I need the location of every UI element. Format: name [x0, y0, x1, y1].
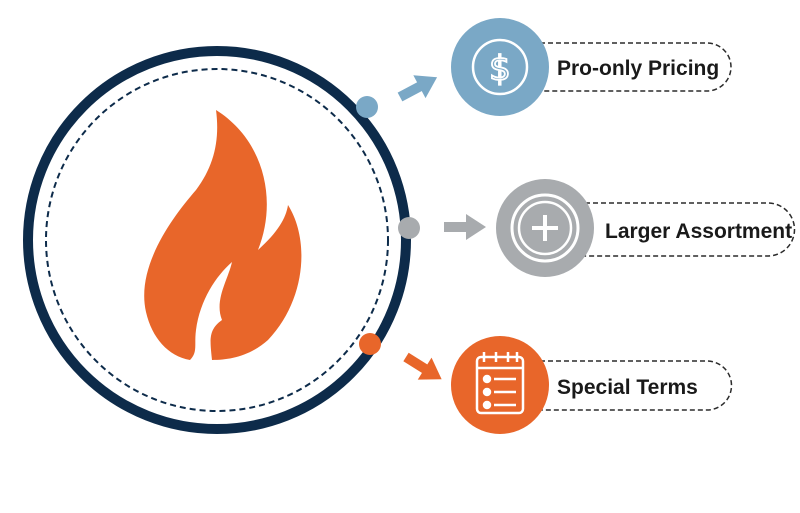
terms-badge	[451, 336, 549, 434]
arrow-to-terms	[403, 352, 442, 380]
pricing-label: Pro-only Pricing	[557, 57, 719, 80]
flame-icon	[144, 110, 302, 360]
plus-circle-icon	[510, 193, 580, 263]
connector-dot-terms	[359, 333, 381, 355]
pricing-badge	[451, 18, 549, 116]
checklist-icon	[475, 352, 525, 415]
assortment-label: Larger Assortment	[605, 220, 792, 243]
terms-pill-outline	[500, 360, 733, 411]
inner-dashed-ring	[45, 68, 389, 412]
outer-ring	[23, 46, 411, 434]
arrow-to-pricing	[397, 75, 438, 102]
dollar-coin-icon: $	[471, 38, 529, 96]
terms-label: Special Terms	[557, 376, 698, 399]
arrow-to-assortment	[444, 214, 486, 240]
pricing-pill-outline	[500, 42, 732, 92]
connector-dot-pricing	[356, 96, 378, 118]
connector-dot-assortment	[398, 217, 420, 239]
assortment-pill-outline	[545, 202, 796, 257]
svg-text:$: $	[489, 49, 511, 89]
